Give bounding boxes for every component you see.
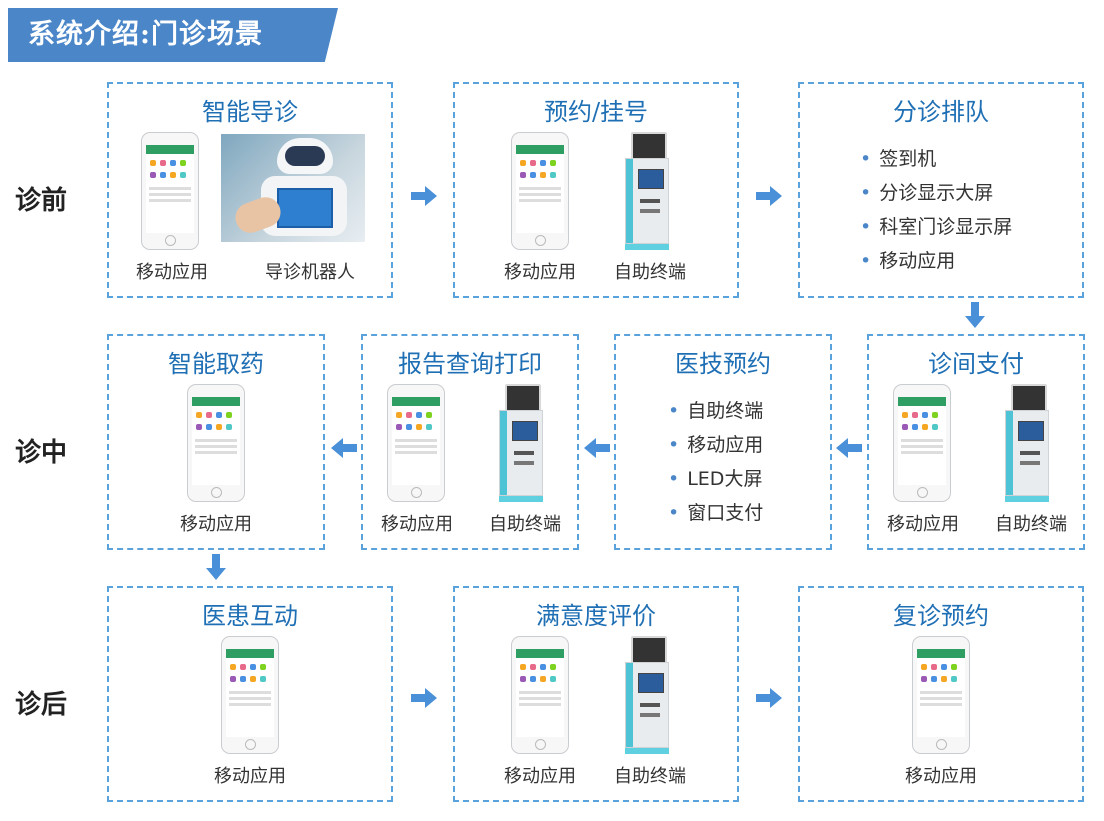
box-interaction: 医患互动 移动应用 [107, 586, 393, 802]
arrow-right-icon [411, 186, 437, 206]
phase-label-before: 诊前 [15, 186, 68, 216]
phone-app-icon [387, 384, 445, 502]
box-title: 满意度评价 [536, 602, 656, 630]
box-report: 报告查询打印 移动应用 自助终端 [361, 334, 579, 550]
arrow-down-icon [206, 554, 226, 580]
self-service-kiosk-icon [1005, 384, 1049, 502]
box-payment: 诊间支付 移动应用 自助终端 [867, 334, 1085, 550]
phone-app-icon [912, 636, 970, 754]
box-title: 医患互动 [202, 602, 298, 630]
box-appointment: 预约/挂号 移动应用 自助终端 [453, 82, 739, 298]
phone-app-icon [221, 636, 279, 754]
arrow-down-icon [965, 302, 985, 328]
box-triage: 分诊排队 •签到机 •分诊显示大屏 •科室门诊显示屏 •移动应用 [798, 82, 1084, 298]
item-label: 移动应用 [905, 766, 977, 787]
box-title: 分诊排队 [893, 98, 989, 126]
phase-label-during: 诊中 [15, 438, 68, 468]
item-label: 导诊机器人 [265, 262, 355, 283]
box-title: 医技预约 [675, 350, 771, 378]
arrow-left-icon [331, 438, 357, 458]
arrow-left-icon [836, 438, 862, 458]
bullet-item: •分诊显示大屏 [860, 182, 994, 204]
bullet-item: •自助终端 [668, 400, 764, 422]
arrow-right-icon [756, 688, 782, 708]
item-label: 移动应用 [381, 514, 453, 535]
bullet-item: •LED大屏 [668, 468, 763, 490]
box-title: 报告查询打印 [398, 350, 542, 378]
box-revisit: 复诊预约 移动应用 [798, 586, 1084, 802]
bullet-item: •移动应用 [668, 434, 764, 456]
self-service-kiosk-icon [499, 384, 543, 502]
item-label: 移动应用 [504, 766, 576, 787]
box-title: 预约/挂号 [543, 98, 649, 126]
item-label: 移动应用 [180, 514, 252, 535]
item-label: 自助终端 [614, 262, 686, 283]
bullet-item: •移动应用 [860, 250, 956, 272]
box-title: 诊间支付 [928, 350, 1024, 378]
phone-app-icon [141, 132, 199, 250]
box-pharmacy: 智能取药 移动应用 [107, 334, 325, 550]
arrow-right-icon [411, 688, 437, 708]
item-label: 自助终端 [489, 514, 561, 535]
phone-app-icon [187, 384, 245, 502]
phase-label-after: 诊后 [15, 690, 68, 720]
bullet-list: •自助终端 •移动应用 •LED大屏 •窗口支付 [668, 394, 763, 530]
page-title: 系统介绍:门诊场景 [28, 19, 263, 50]
box-medtech: 医技预约 •自助终端 •移动应用 •LED大屏 •窗口支付 [614, 334, 832, 550]
bullet-item: •签到机 [860, 148, 937, 170]
bullet-list: •签到机 •分诊显示大屏 •科室门诊显示屏 •移动应用 [860, 142, 1012, 278]
phone-app-icon [893, 384, 951, 502]
guide-robot-photo [221, 134, 365, 242]
item-label: 自助终端 [614, 766, 686, 787]
arrow-right-icon [756, 186, 782, 206]
item-label: 移动应用 [136, 262, 208, 283]
box-title: 复诊预约 [893, 602, 989, 630]
item-label: 移动应用 [504, 262, 576, 283]
self-service-kiosk-icon [625, 132, 669, 250]
item-label: 移动应用 [214, 766, 286, 787]
phone-app-icon [511, 636, 569, 754]
bullet-item: •科室门诊显示屏 [860, 216, 1013, 238]
item-label: 移动应用 [887, 514, 959, 535]
header-banner [8, 8, 338, 62]
box-title: 智能导诊 [202, 98, 298, 126]
arrow-left-icon [584, 438, 610, 458]
self-service-kiosk-icon [625, 636, 669, 754]
box-evaluation: 满意度评价 移动应用 自助终端 [453, 586, 739, 802]
box-smart-guide: 智能导诊 移动应用 导诊机器人 [107, 82, 393, 298]
item-label: 自助终端 [995, 514, 1067, 535]
box-title: 智能取药 [168, 350, 264, 378]
phone-app-icon [511, 132, 569, 250]
bullet-item: •窗口支付 [668, 502, 764, 524]
